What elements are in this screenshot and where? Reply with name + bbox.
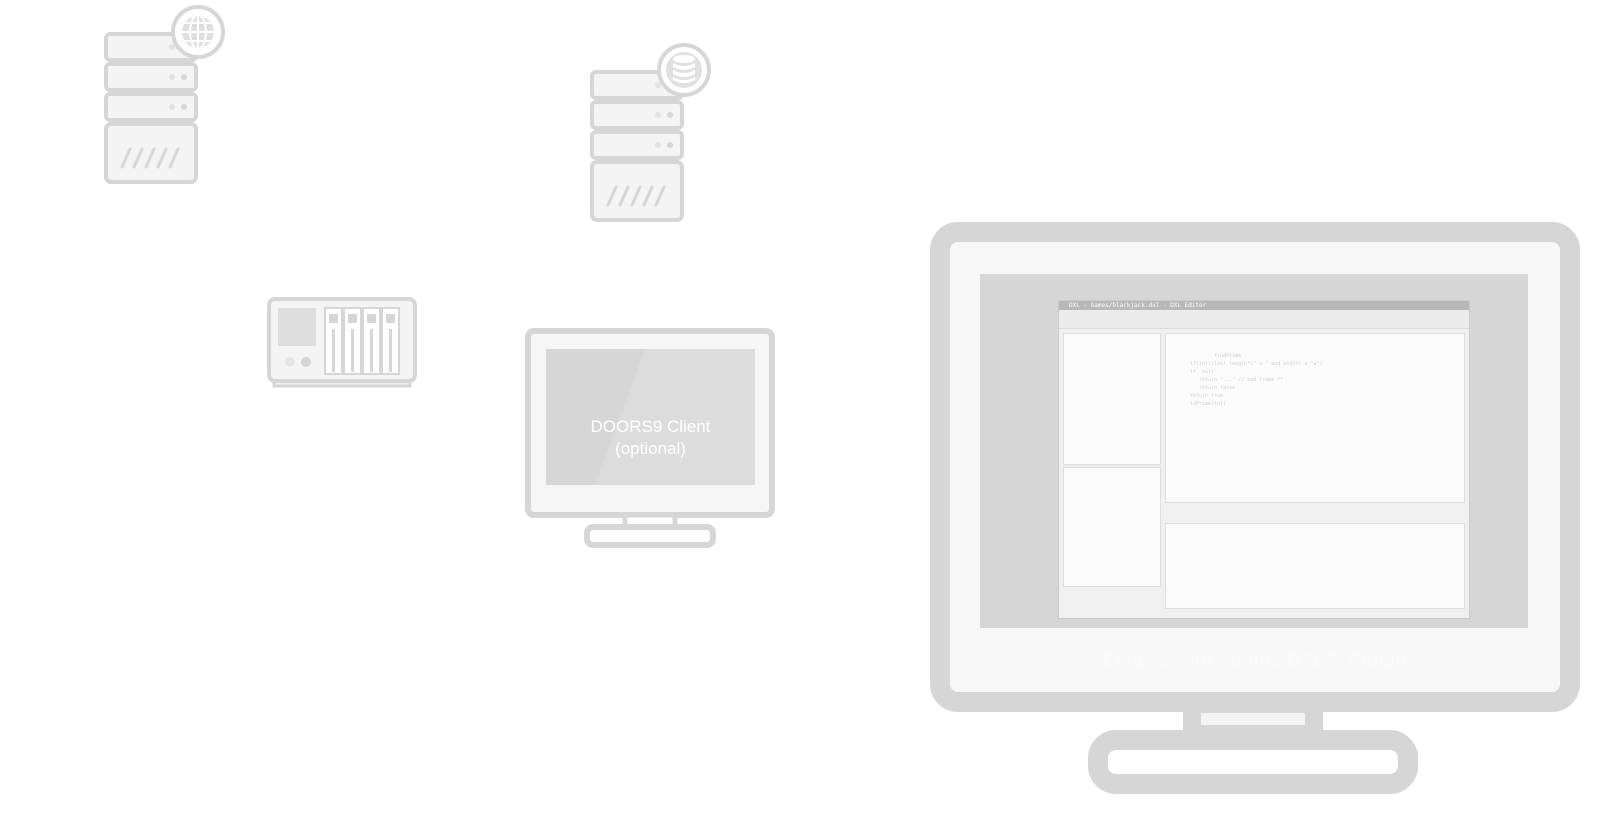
globe-icon [171,5,225,59]
doors-client-title: DOORS9 Client [590,417,711,436]
ide-toolbar [1059,310,1469,329]
ide-code-line: return false [1190,385,1236,391]
doors-client-note: (optional) [615,439,686,458]
storage-array-icon [267,297,417,388]
ide-code-line: isPrime(int) [1190,401,1227,407]
ide-console-pane [1165,523,1465,609]
ide-code-line: if(int)(last length*(" a " and width) a … [1190,361,1323,367]
eclipse-ide-screenshot: DXL - Games/blackjack.dxl - DXL Editor f… [1058,300,1470,619]
database-icon [657,43,711,97]
doors-client-label: DOORS9 Client (optional) [546,416,755,460]
ide-code-line: return "..." // bad frame ** [1190,377,1284,383]
ide-code-line: findPrime [1190,353,1242,359]
ide-window-title: DXL - Games/blackjack.dxl - DXL Editor [1059,301,1469,310]
ide-outline-pane [1063,467,1161,587]
ide-code-line: if null [1190,369,1215,375]
ide-navigator-pane [1063,333,1161,465]
ide-code-line: return true [1190,393,1224,399]
database-server-icon [590,43,711,222]
eclipse-client-label: Eclipse with Sodius DXL™ Plugin [1102,650,1408,671]
web-server-icon [104,5,225,184]
ide-editor-pane: findPrime if(int)(last length*(" a " and … [1165,333,1465,503]
ide-code-view: findPrime if(int)(last length*(" a " and … [1166,334,1464,502]
doors-client-monitor-icon [525,328,775,548]
